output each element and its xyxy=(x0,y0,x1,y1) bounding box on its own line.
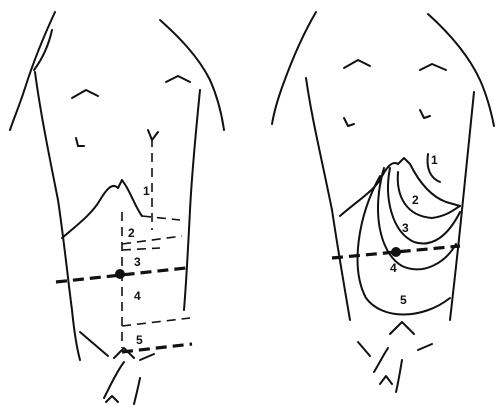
right-figure-leg-right xyxy=(396,360,402,392)
left-figure-nipple-right xyxy=(148,130,158,140)
right-figure-clavicle-left xyxy=(344,60,370,68)
right-figure-clavicle-right xyxy=(420,64,446,70)
left-figure-umbilicus-dot xyxy=(115,269,125,279)
right-torso-figure: 1 2 3 4 5 xyxy=(272,12,494,392)
left-figure-right-shoulder xyxy=(160,20,224,130)
left-region-label-5: 5 xyxy=(136,333,143,347)
right-figure-left-side xyxy=(306,78,350,320)
right-figure-right-shoulder xyxy=(428,14,494,126)
left-figure-right-side xyxy=(184,90,200,310)
right-figure-crotch-mark xyxy=(380,376,392,384)
left-figure-divider-4-5 xyxy=(122,318,190,326)
left-figure-inguinal-right xyxy=(140,354,154,360)
left-figure-neck-left xyxy=(34,30,52,70)
right-region-label-1: 1 xyxy=(431,153,438,167)
right-region-label-5: 5 xyxy=(400,293,407,307)
right-figure-contour-3 xyxy=(388,168,460,244)
right-figure-pubic-chevron xyxy=(390,322,414,334)
left-figure-left-shoulder xyxy=(10,12,55,130)
right-region-label-3: 3 xyxy=(402,221,409,235)
right-figure-right-side xyxy=(450,92,474,320)
right-figure-inguinal-right xyxy=(418,344,432,350)
right-figure-left-shoulder xyxy=(272,12,316,124)
left-region-label-4: 4 xyxy=(134,289,141,303)
right-figure-rib-margin xyxy=(340,158,460,216)
left-region-label-3: 3 xyxy=(134,255,141,269)
right-figure-nipple-left xyxy=(344,118,354,126)
left-figure-crotch-mark xyxy=(106,396,118,402)
right-region-label-2: 2 xyxy=(412,193,419,207)
left-figure-lower-line xyxy=(122,344,192,352)
right-figure-inguinal-left xyxy=(358,342,370,356)
left-region-label-2: 2 xyxy=(128,226,135,240)
right-figure-contour-2 xyxy=(398,172,460,218)
left-torso-figure: 1 2 3 4 5 xyxy=(10,12,224,404)
left-figure-left-side xyxy=(35,72,80,360)
left-figure-leg-left xyxy=(104,362,124,398)
left-figure-inguinal-left xyxy=(80,332,108,356)
left-figure-nipple-left xyxy=(76,138,84,146)
left-figure-divider-1-2 xyxy=(142,216,180,220)
left-figure-clavicle-left xyxy=(72,90,98,98)
left-region-label-1: 1 xyxy=(143,184,150,198)
right-figure-nipple-right xyxy=(420,110,430,118)
left-figure-clavicle-right xyxy=(166,76,190,82)
left-figure-leg-right xyxy=(134,378,140,404)
right-figure-umbilicus-dot xyxy=(391,247,401,257)
right-figure-leg-left xyxy=(374,348,388,372)
left-figure-divider-3-4 xyxy=(122,248,160,250)
right-region-label-4: 4 xyxy=(390,261,397,275)
